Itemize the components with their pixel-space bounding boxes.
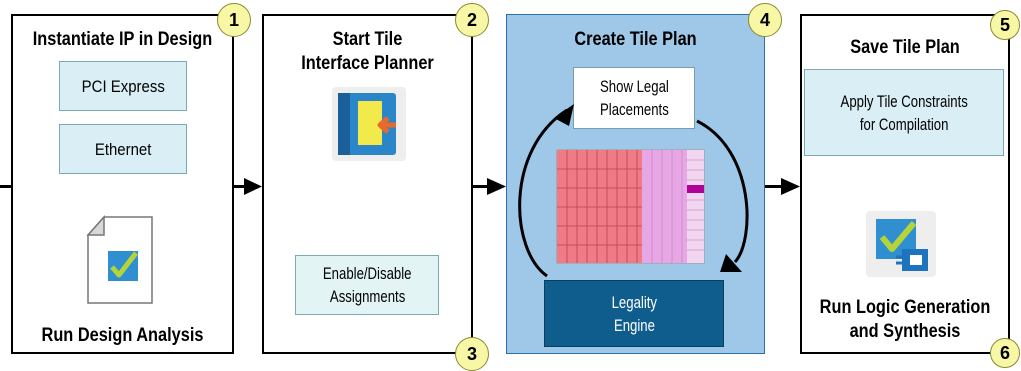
step-2-title-line2: Interface Planner	[301, 53, 434, 74]
step-4-title: Create Tile Plan	[574, 29, 697, 50]
step-6-title-line2: and Synthesis	[849, 321, 961, 342]
step-1-title: Instantiate IP in Design	[32, 29, 213, 50]
pci-express-box: PCI Express	[59, 61, 187, 111]
document-checkmark-icon	[86, 215, 156, 305]
step-6-badge: 6	[990, 338, 1020, 368]
step-4-badge: 4	[748, 3, 782, 37]
step-6-title-line1: Run Logic Generation	[819, 297, 991, 318]
step-5-title: Save Tile Plan	[850, 37, 960, 58]
tile-floorplan-grid-icon	[556, 149, 705, 264]
step-2-title-line1: Start Tile	[332, 29, 403, 50]
step-1-badge: 1	[217, 3, 251, 37]
flow-line-3	[765, 185, 783, 188]
step-1-footer: Run Design Analysis	[41, 325, 204, 346]
ethernet-box: Ethernet	[59, 124, 187, 174]
tile-interface-planner-icon	[332, 87, 406, 161]
logic-synthesis-icon	[866, 211, 936, 277]
step-5-badge: 5	[990, 10, 1020, 40]
step-3-badge: 3	[455, 337, 489, 371]
step-2-badge: 2	[455, 3, 489, 37]
